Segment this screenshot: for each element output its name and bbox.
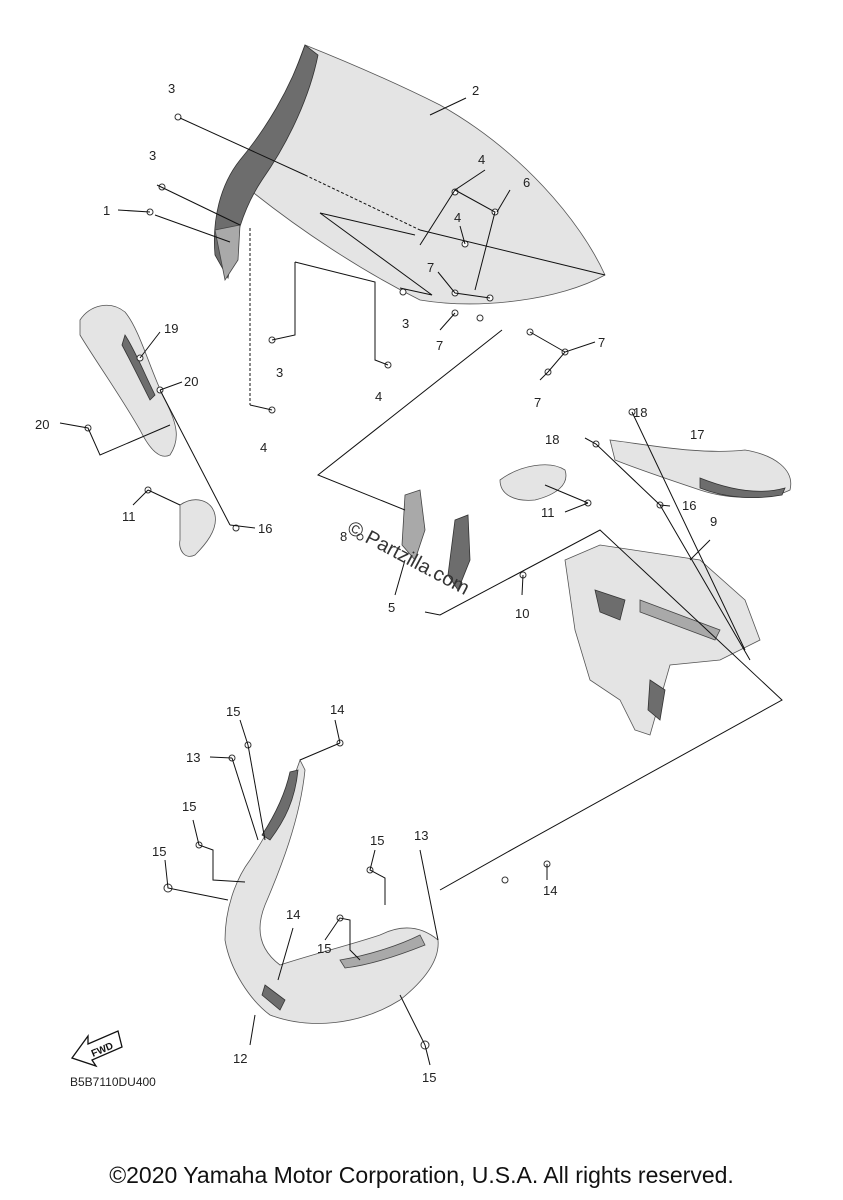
callout-3: 3 <box>276 365 283 380</box>
callout-15: 15 <box>226 704 240 719</box>
fwd-arrow-icon: FWD <box>70 1030 123 1068</box>
leader-lines <box>59 97 783 1066</box>
callout-14: 14 <box>543 883 557 898</box>
callout-7: 7 <box>436 338 443 353</box>
diagram-code: B5B7110DU400 <box>70 1075 156 1089</box>
callout-15: 15 <box>370 833 384 848</box>
callout-7: 7 <box>427 260 434 275</box>
callout-12: 12 <box>233 1051 247 1066</box>
bracket-part[interactable] <box>401 489 471 591</box>
callout-20: 20 <box>184 374 198 389</box>
callout-11: 11 <box>122 509 136 524</box>
callout-4: 4 <box>375 389 382 404</box>
callout-3: 3 <box>168 81 175 96</box>
callout-13: 13 <box>186 750 200 765</box>
inner-panel-part[interactable] <box>79 304 177 457</box>
callout-1: 1 <box>103 203 110 218</box>
callout-17: 17 <box>690 427 704 442</box>
callout-13: 13 <box>414 828 428 843</box>
callout-10: 10 <box>515 606 529 621</box>
copyright-notice: ©2020 Yamaha Motor Corporation, U.S.A. A… <box>109 1162 734 1188</box>
callout-7: 7 <box>598 335 605 350</box>
callout-16: 16 <box>682 498 696 513</box>
callout-3: 3 <box>402 316 409 331</box>
callout-6: 6 <box>523 175 530 190</box>
duct-part-left[interactable] <box>179 499 216 557</box>
callout-14: 14 <box>330 702 344 717</box>
callout-3: 3 <box>149 148 156 163</box>
callout-18: 18 <box>633 405 647 420</box>
callout-15: 15 <box>182 799 196 814</box>
callout-19: 19 <box>164 321 178 336</box>
duct-part-right[interactable] <box>499 464 567 501</box>
callout-4: 4 <box>260 440 267 455</box>
callout-4: 4 <box>478 152 485 167</box>
callout-2: 2 <box>472 83 479 98</box>
lower-cowling-part[interactable] <box>224 758 439 1024</box>
callout-15: 15 <box>152 844 166 859</box>
stay-frame-part[interactable] <box>564 544 761 736</box>
cowling-part[interactable] <box>609 439 792 498</box>
callout-14: 14 <box>286 907 300 922</box>
callout-15: 15 <box>317 941 331 956</box>
callout-11: 11 <box>541 505 555 520</box>
callout-5: 5 <box>388 600 395 615</box>
callout-8: 8 <box>340 529 347 544</box>
callout-7: 7 <box>534 395 541 410</box>
callout-9: 9 <box>710 514 717 529</box>
callout-20: 20 <box>35 417 49 432</box>
callout-labels: 1 2 3 3 3 3 4 4 4 4 5 6 7 7 7 7 8 9 10 1… <box>35 81 717 1085</box>
windshield-part[interactable] <box>214 44 606 305</box>
callout-15: 15 <box>422 1070 436 1085</box>
callout-4: 4 <box>454 210 461 225</box>
callout-16: 16 <box>258 521 272 536</box>
callout-18: 18 <box>545 432 559 447</box>
